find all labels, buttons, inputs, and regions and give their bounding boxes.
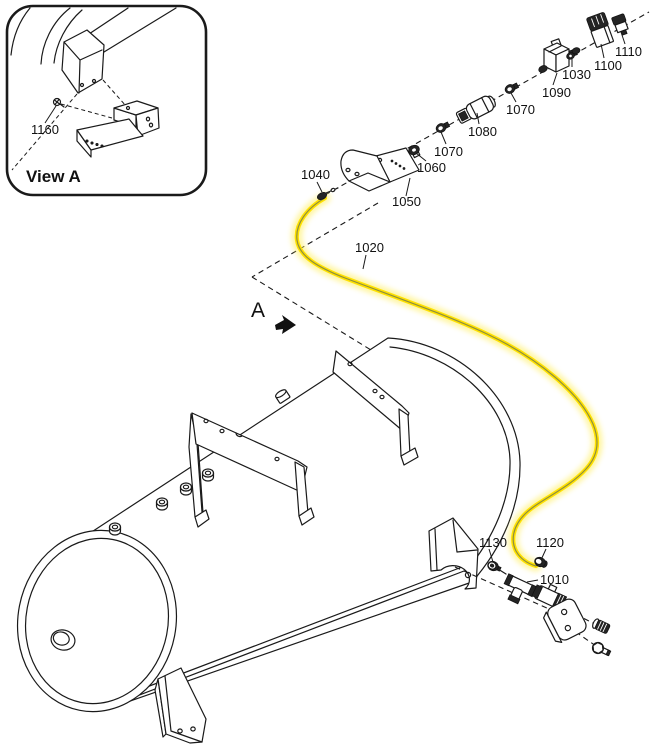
valve-body-1090 (538, 38, 570, 73)
tee-fitting-1010 (503, 573, 538, 605)
callout-leader-line (540, 548, 547, 561)
screw-1160 (52, 97, 65, 108)
inset-title: View A (26, 167, 81, 186)
callout-leader-line (316, 181, 323, 193)
part-number-label: 1050 (392, 194, 421, 209)
fitting-1110 (611, 13, 629, 36)
part-number-label: 1010 (540, 572, 569, 587)
nut-1120 (534, 556, 548, 568)
part-number-label: 1100 (594, 58, 622, 73)
part-number-label: 1090 (542, 85, 571, 100)
inset-tank-lines (10, 7, 177, 65)
socket-screw (592, 618, 611, 634)
nut-1130 (487, 560, 502, 572)
part-number-label: 1120 (536, 535, 564, 550)
callout-leader-line (476, 112, 480, 125)
callout-leader-line (510, 92, 517, 103)
top-parts-chain (316, 12, 629, 200)
inset-border (5, 4, 208, 197)
elbow-1030 (566, 47, 581, 60)
grommet-1060 (408, 144, 421, 159)
tank-front-foot (154, 667, 207, 744)
view-axis-dashed (251, 202, 379, 351)
bracket-1050 (340, 147, 420, 192)
callout-leader-line (526, 579, 539, 583)
mounting-plate (543, 598, 587, 643)
check-valve-1080 (455, 95, 496, 124)
part-number-label: 1030 (562, 67, 591, 82)
callout-leader-line (552, 72, 558, 86)
callout-leader-line (620, 31, 626, 45)
callout-leader-line (405, 177, 411, 197)
part-number-label: 1160 (31, 122, 59, 137)
callout-leader-line (440, 131, 447, 145)
saddle-bracket-left (188, 412, 315, 528)
inset-saddle-leg (61, 29, 105, 94)
nut-1070-a (435, 121, 451, 133)
view-marker-label: A (251, 299, 265, 322)
tank-bungs (108, 468, 215, 536)
callout-leader-line (362, 254, 367, 270)
saddle-bracket-rear (332, 350, 419, 466)
tube-1020 (291, 192, 603, 572)
part-number-label: 1080 (468, 124, 497, 139)
callout-leader-line (44, 105, 57, 124)
tank (16, 337, 521, 744)
callout-leader-line (488, 548, 494, 563)
callout-leader-line (415, 152, 427, 162)
callout-leader-line (600, 43, 605, 59)
part-number-label: 1070 (506, 102, 535, 117)
hex-bolt (591, 641, 612, 657)
view-a-inset: View A (5, 4, 208, 197)
view-marker: A (251, 299, 296, 334)
inset-l-plate (76, 118, 144, 158)
drain-assembly (487, 556, 612, 657)
part-number-label: 1130 (479, 535, 507, 550)
tank-rear-foot (428, 517, 479, 590)
front-port (50, 629, 76, 651)
fitting-1040 (316, 187, 339, 200)
view-direction-arrow-icon (275, 315, 296, 334)
drain-axis (454, 566, 568, 618)
part-number-label: 1020 (355, 240, 384, 255)
part-number-label: 1060 (417, 160, 446, 175)
nut-1070-b (504, 82, 520, 94)
part-number-label: 1110 (615, 44, 642, 59)
callouts-layer: 1160104010501060107010801070109010301100… (31, 31, 642, 587)
tank-boss (275, 389, 291, 404)
connector-1100 (586, 12, 614, 48)
part-number-label: 1040 (301, 167, 330, 182)
part-number-label: 1070 (434, 144, 463, 159)
